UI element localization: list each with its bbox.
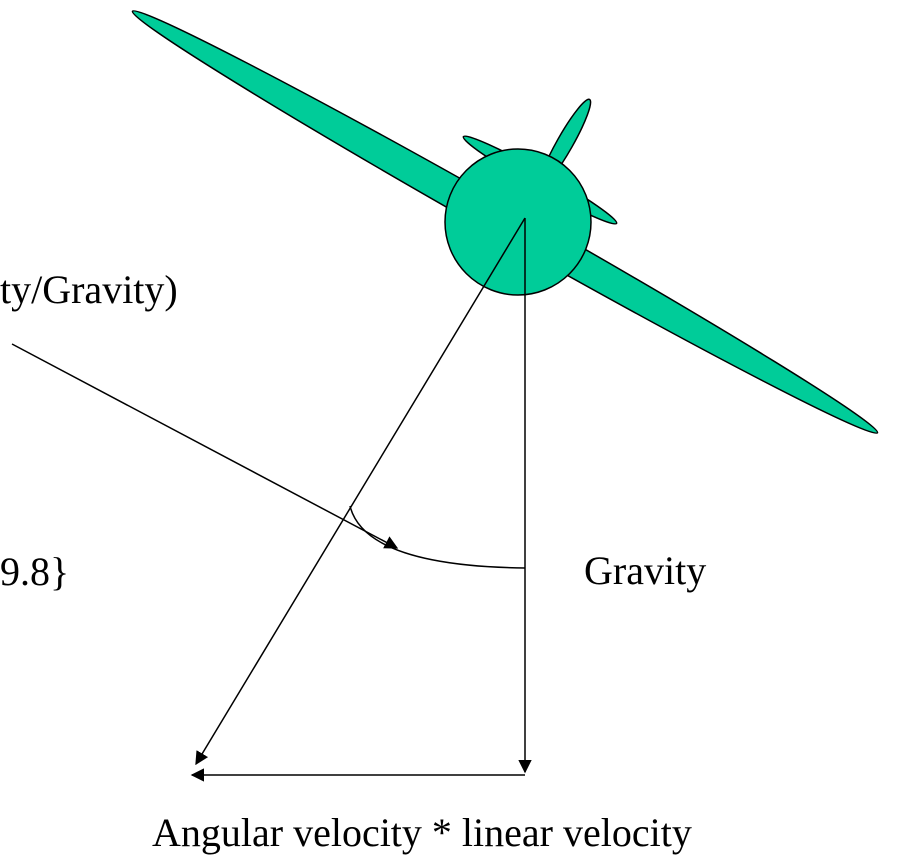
bank-angle-arc [349,505,526,569]
resultant-label: Angular velocity * linear velocity [152,810,692,855]
force-vectors [11,217,532,782]
gravity-label: Gravity [584,548,706,593]
angle-pointer [11,343,399,549]
lift-vector [195,217,526,766]
gravity-vector-values-label: 9.8} [0,549,69,594]
airplane [131,10,879,434]
bank-formula-label: ty/Gravity) [0,267,178,312]
airplane-fuselage [444,148,592,296]
